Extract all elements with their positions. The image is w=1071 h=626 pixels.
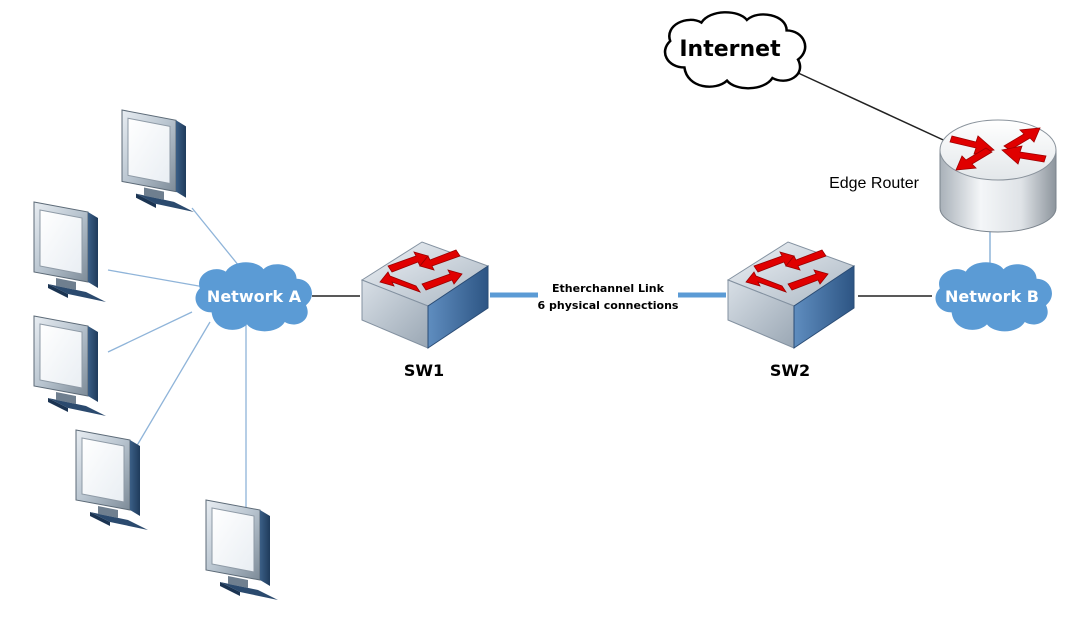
sw2-switch [727, 241, 855, 349]
edge-router [939, 119, 1057, 233]
computer-monitor-icon [205, 499, 279, 601]
workstation-3 [33, 315, 107, 417]
workstation-2 [33, 201, 107, 303]
edge-router-label: Edge Router [829, 175, 920, 192]
workstation-1 [121, 109, 195, 213]
computer-monitor-icon [121, 109, 195, 213]
computer-monitor-icon [75, 429, 149, 531]
link-ws3-networka [107, 311, 193, 353]
network-a-label: Network A [207, 287, 302, 306]
etherchannel-label-line2: 6 physical connections [538, 299, 679, 312]
workstation-4 [75, 429, 149, 531]
link-ws2-networka [107, 269, 211, 289]
router-icon [939, 119, 1057, 233]
sw1-label: SW1 [404, 361, 444, 380]
computer-monitor-icon [33, 201, 107, 303]
etherchannel-label-line1: Etherchannel Link [552, 282, 665, 295]
workstation-5 [205, 499, 279, 601]
sw1-switch [361, 241, 489, 349]
layer2-switch-icon [361, 241, 489, 349]
link-internet-router [795, 71, 953, 145]
network-b-label: Network B [945, 287, 1039, 306]
internet-label: Internet [679, 37, 781, 62]
link-ws4-networka [131, 321, 211, 455]
layer2-switch-icon [727, 241, 855, 349]
sw2-label: SW2 [770, 361, 810, 380]
computer-monitor-icon [33, 315, 107, 417]
black-links [312, 71, 953, 297]
